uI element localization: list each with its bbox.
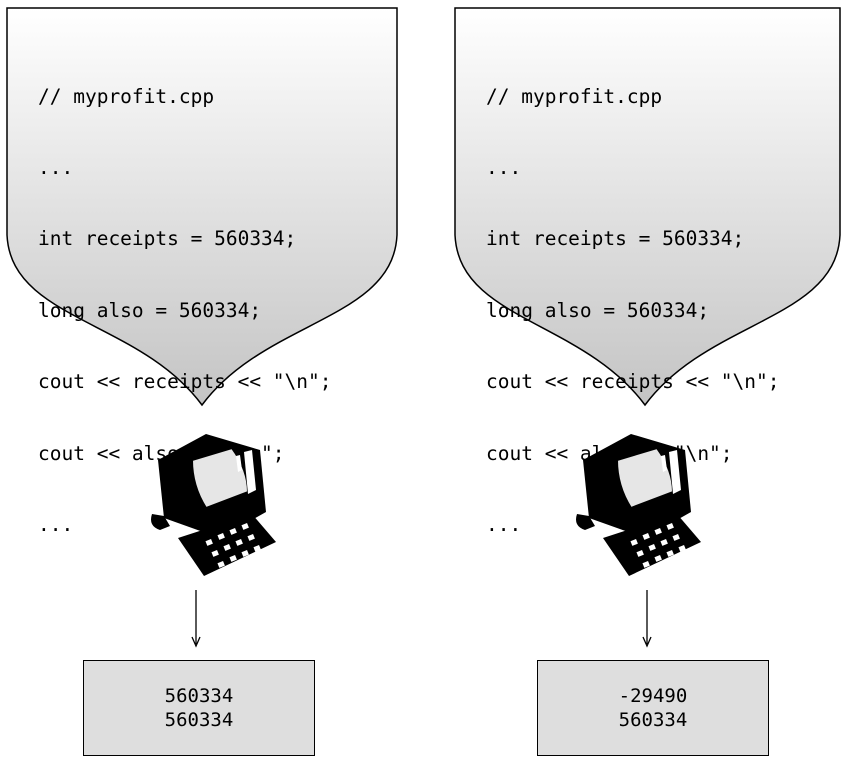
output-box: 560334 560334: [83, 660, 315, 756]
code-speech-bubble: [454, 7, 841, 407]
code-line: ...: [486, 512, 522, 536]
code-listing: // myprofit.cpp ... int receipts = 56033…: [38, 37, 332, 584]
code-speech-bubble: [6, 7, 398, 407]
down-arrow: [191, 590, 201, 648]
code-line: ...: [486, 155, 522, 179]
code-line: long also = 560334;: [38, 298, 262, 322]
output-line: 560334: [618, 709, 688, 731]
code-listing: // myprofit.cpp ... int receipts = 56033…: [486, 37, 780, 584]
computer-icon: [151, 434, 276, 576]
code-line: int receipts = 560334;: [38, 227, 297, 251]
code-line: ...: [38, 512, 74, 536]
code-line: long also = 560334;: [486, 298, 710, 322]
code-line: // myprofit.cpp: [38, 84, 215, 108]
panel-left: // myprofit.cpp ... int receipts = 56033…: [5, 0, 405, 760]
output-line: -29490: [618, 685, 688, 707]
panel-right: // myprofit.cpp ... int receipts = 56033…: [453, 0, 845, 760]
output-line: 560334: [164, 709, 234, 731]
code-line: cout << receipts << "\n";: [38, 370, 332, 394]
computer-icon: [576, 434, 701, 576]
code-line: int receipts = 560334;: [486, 227, 745, 251]
down-arrow: [642, 590, 652, 648]
code-line: // myprofit.cpp: [486, 84, 663, 108]
code-line: ...: [38, 155, 74, 179]
code-line: cout << receipts << "\n";: [486, 370, 780, 394]
output-box: -29490 560334: [537, 660, 769, 756]
output-line: 560334: [164, 685, 234, 707]
